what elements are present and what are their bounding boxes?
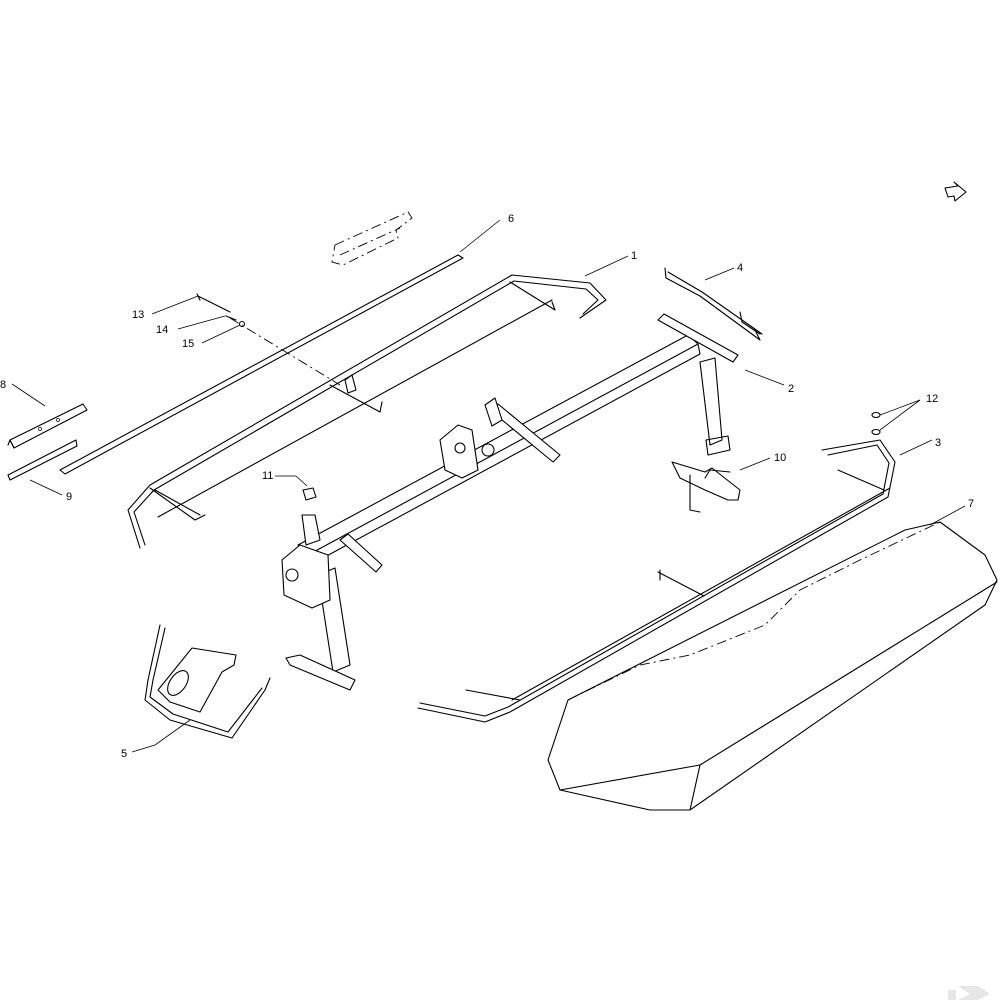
callout-14: 14 bbox=[156, 324, 168, 336]
callout-2: 2 bbox=[788, 383, 794, 395]
part-7-cover-bag[interactable] bbox=[547, 521, 998, 811]
callout-7: 7 bbox=[968, 498, 974, 510]
callout-5: 5 bbox=[121, 748, 127, 760]
part-4-wire-brace[interactable] bbox=[664, 267, 763, 341]
part-2-main-frame[interactable] bbox=[281, 313, 739, 691]
part-13-bolt[interactable] bbox=[196, 293, 231, 313]
callout-4: 4 bbox=[737, 262, 743, 274]
part-15-pin[interactable] bbox=[238, 320, 246, 328]
callout-9: 9 bbox=[66, 491, 72, 503]
callout-6: 6 bbox=[508, 213, 514, 225]
part-14-spring[interactable] bbox=[225, 315, 237, 321]
leader-lines bbox=[11, 219, 966, 753]
part-1-front-guard-frame[interactable] bbox=[127, 274, 607, 549]
part-12-washers[interactable] bbox=[871, 411, 881, 436]
part-10-foot-bracket[interactable] bbox=[671, 461, 741, 513]
part-5-bent-guard[interactable] bbox=[144, 624, 271, 739]
callout-12: 12 bbox=[926, 393, 938, 405]
part-11-small-block[interactable] bbox=[302, 487, 317, 501]
part-6-flat-bar[interactable] bbox=[59, 211, 464, 475]
callout-8: 8 bbox=[0, 379, 6, 391]
brand-logo-icon bbox=[948, 986, 990, 1000]
callout-10: 10 bbox=[774, 452, 786, 464]
orientation-arrow-icon bbox=[944, 181, 967, 202]
part-8-bracket-plate[interactable] bbox=[7, 403, 88, 449]
callout-1: 1 bbox=[631, 250, 637, 262]
callout-15: 15 bbox=[182, 338, 194, 350]
callout-labels: 1 2 3 4 5 6 7 8 9 10 11 12 13 14 15 bbox=[0, 213, 974, 760]
callout-11: 11 bbox=[262, 470, 273, 482]
part-9-thin-strip[interactable] bbox=[7, 439, 78, 481]
callout-3: 3 bbox=[935, 437, 941, 449]
callout-13: 13 bbox=[132, 309, 144, 321]
part-3-rear-guard-frame[interactable] bbox=[417, 439, 896, 723]
